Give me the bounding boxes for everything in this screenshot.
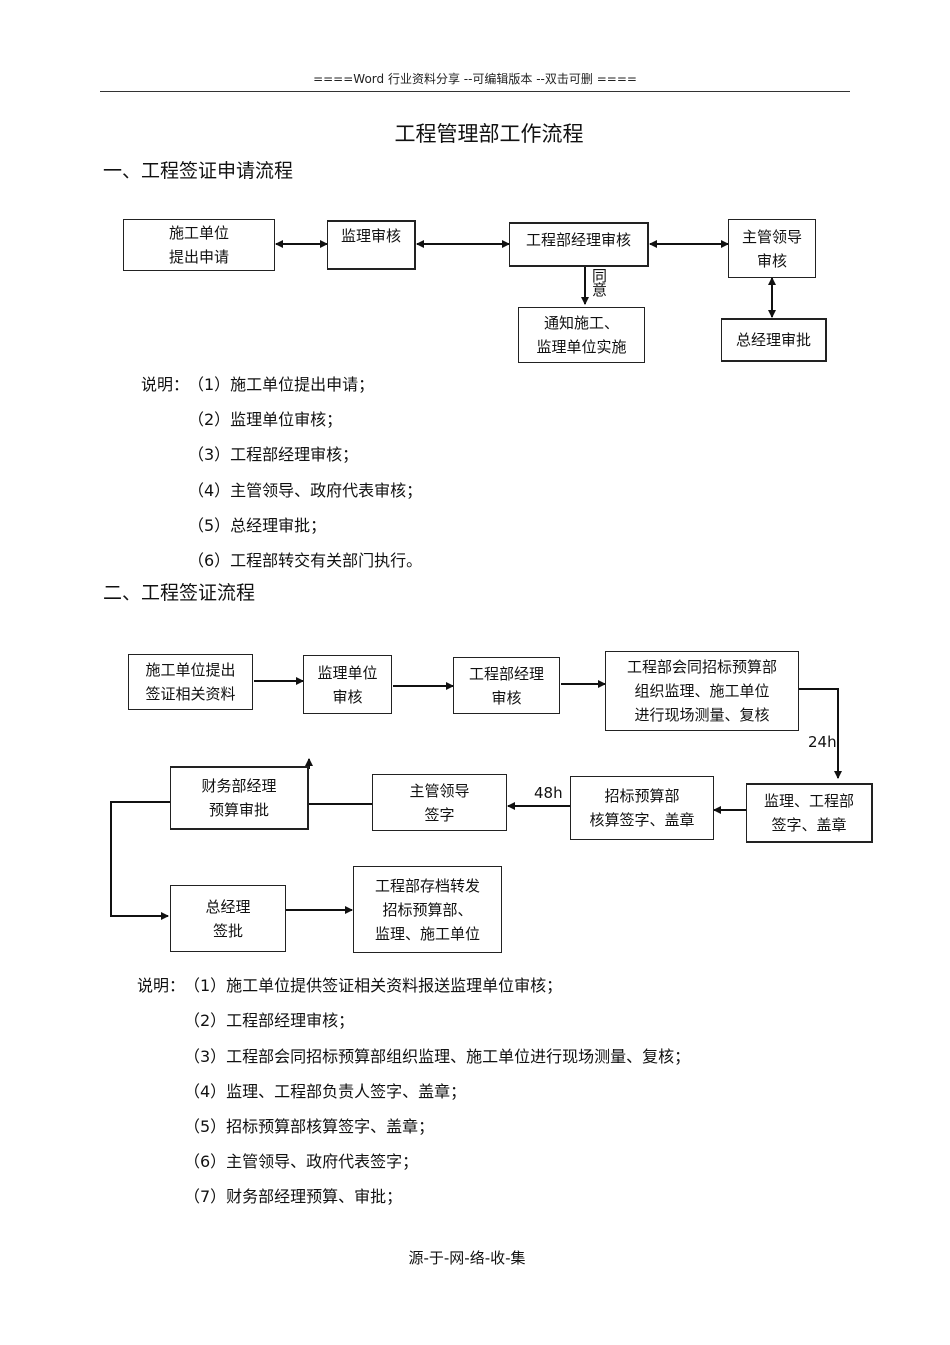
notes2-item: （7）财务部经理预算、审批； [184, 1187, 403, 1206]
document-title: 工程管理部工作流程 [394, 122, 584, 146]
box-measure-line3: 进行现场测量、复核 [634, 706, 770, 724]
box-archive-line3: 监理、施工单位 [374, 924, 480, 943]
agree-label: 同 意 [592, 267, 608, 299]
box-manager-label: 工程部经理审核 [525, 231, 631, 249]
page-footer: 源-于-网-络-收-集 [408, 1249, 526, 1267]
box-leader-line2: 审核 [756, 251, 787, 270]
section1-heading: 一、工程签证申请流程 [103, 160, 294, 182]
notes2-item: （2）工程部经理审核； [184, 1011, 355, 1030]
notes2-item: （4）监理、工程部负责人签字、盖章； [184, 1082, 467, 1101]
box-measure-line1: 工程部会同招标预算部 [626, 658, 777, 676]
box-apply: 施工单位 提出申请 [123, 219, 275, 271]
notes2-item: （5）招标预算部核算签字、盖章； [184, 1117, 435, 1136]
box-supervise: 监理审核 [327, 220, 416, 270]
notes2-item: （3）工程部会同招标预算部组织监理、施工单位进行现场测量、复核； [184, 1047, 691, 1066]
box-gm2: 总经理 签批 [170, 885, 286, 952]
box-apply-line1: 施工单位 [168, 224, 229, 242]
label-48h: 48h [534, 784, 563, 802]
notes2-prefix: 说明： [137, 976, 186, 995]
box-archive: 工程部存档转发 招标预算部、 监理、施工单位 [353, 866, 502, 953]
notes1-item: （2）监理单位审核； [188, 410, 343, 429]
box-sign-line2: 签字、盖章 [771, 816, 847, 834]
box-archive-line2: 招标预算部、 [382, 900, 473, 919]
box-manager2-line1: 工程部经理 [468, 664, 544, 683]
box-manager2: 工程部经理 审核 [453, 657, 560, 714]
box-budget-line2: 核算签字、盖章 [589, 811, 695, 829]
notes1-item: （5）总经理审批； [188, 516, 327, 535]
notes1-item: （6）工程部转交有关部门执行。 [188, 551, 423, 570]
box-supervise2: 监理单位 审核 [303, 655, 392, 714]
box-sign: 监理、工程部 签字、盖章 [746, 783, 873, 843]
box-supervise2-line2: 审核 [332, 687, 363, 706]
box-leader2: 主管领导 签字 [372, 774, 507, 831]
box-finance-line1: 财务部经理 [201, 777, 277, 795]
box-measure: 工程部会同招标预算部 组织监理、施工单位 进行现场测量、复核 [605, 651, 799, 731]
notes2-item: （1）施工单位提供签证相关资料报送监理单位审核； [184, 976, 563, 995]
notes1-item: （3）工程部经理审核； [188, 445, 359, 464]
box-notify-line2: 监理单位实施 [536, 338, 627, 356]
box-manager2-line2: 审核 [491, 688, 522, 707]
box-gm2-line1: 总经理 [205, 897, 251, 916]
notes1-prefix: 说明： [141, 375, 190, 394]
box-leader2-line2: 签字 [424, 805, 455, 824]
box-submit-line2: 签证相关资料 [145, 685, 236, 703]
box-supervise2-line1: 监理单位 [317, 663, 378, 682]
agree-label-2: 意 [592, 281, 608, 299]
notes2-item: （6）主管领导、政府代表签字； [184, 1152, 419, 1171]
box-measure-line2: 组织监理、施工单位 [634, 682, 770, 700]
header-divider [100, 91, 850, 92]
box-budget-line1: 招标预算部 [604, 787, 680, 805]
page-header: ====Word 行业资料分享 --可编辑版本 --双击可删 ==== [313, 72, 637, 86]
box-submit-line1: 施工单位提出 [145, 661, 236, 679]
box-notify-line1: 通知施工、 [543, 314, 619, 332]
box-supervise-label: 监理审核 [340, 227, 401, 245]
notes1-item: （1）施工单位提出申请； [188, 375, 375, 394]
box-leader-line1: 主管领导 [741, 227, 802, 246]
label-24h: 24h [808, 733, 837, 751]
box-notify: 通知施工、 监理单位实施 [518, 307, 645, 363]
box-leader2-line1: 主管领导 [409, 781, 470, 800]
box-archive-line1: 工程部存档转发 [374, 876, 480, 895]
box-sign-line1: 监理、工程部 [763, 792, 854, 810]
box-gm-label: 总经理审批 [735, 331, 811, 349]
section2-heading: 二、工程签证流程 [103, 582, 256, 604]
box-budget: 招标预算部 核算签字、盖章 [570, 776, 714, 840]
box-manager: 工程部经理审核 [509, 222, 649, 267]
box-gm: 总经理审批 [721, 318, 827, 362]
box-leader: 主管领导 审核 [728, 219, 816, 278]
box-finance-line2: 预算审批 [208, 801, 269, 819]
box-gm2-line2: 签批 [212, 921, 243, 940]
box-apply-line2: 提出申请 [168, 248, 229, 266]
notes1-item: （4）主管领导、政府代表审核； [188, 481, 423, 500]
box-finance: 财务部经理 预算审批 [170, 766, 309, 830]
box-submit: 施工单位提出 签证相关资料 [128, 654, 253, 710]
agree-label-1: 同 [592, 267, 608, 285]
